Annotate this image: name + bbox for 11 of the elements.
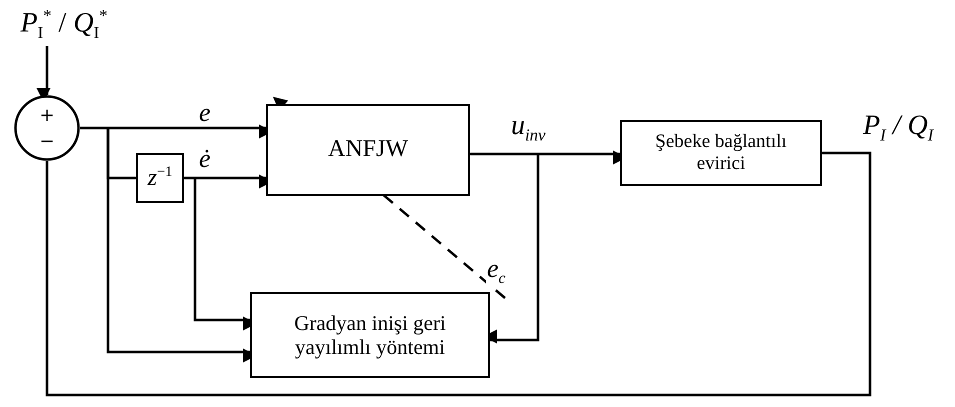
block-label: Gradyan inişi geri yayılımlı yöntemi [293,310,447,360]
process-box [620,120,822,186]
process-box [250,292,490,378]
summing-junction [14,95,80,161]
process-box [266,104,470,196]
block-label: z$^{−1}$ [148,164,172,192]
plus-sign: + [38,107,56,125]
minus-sign: − [38,133,56,151]
block-label: ANFJW [328,136,408,164]
process-box [136,153,184,203]
block-label: Şebeke bağlantılı evirici [654,131,788,175]
